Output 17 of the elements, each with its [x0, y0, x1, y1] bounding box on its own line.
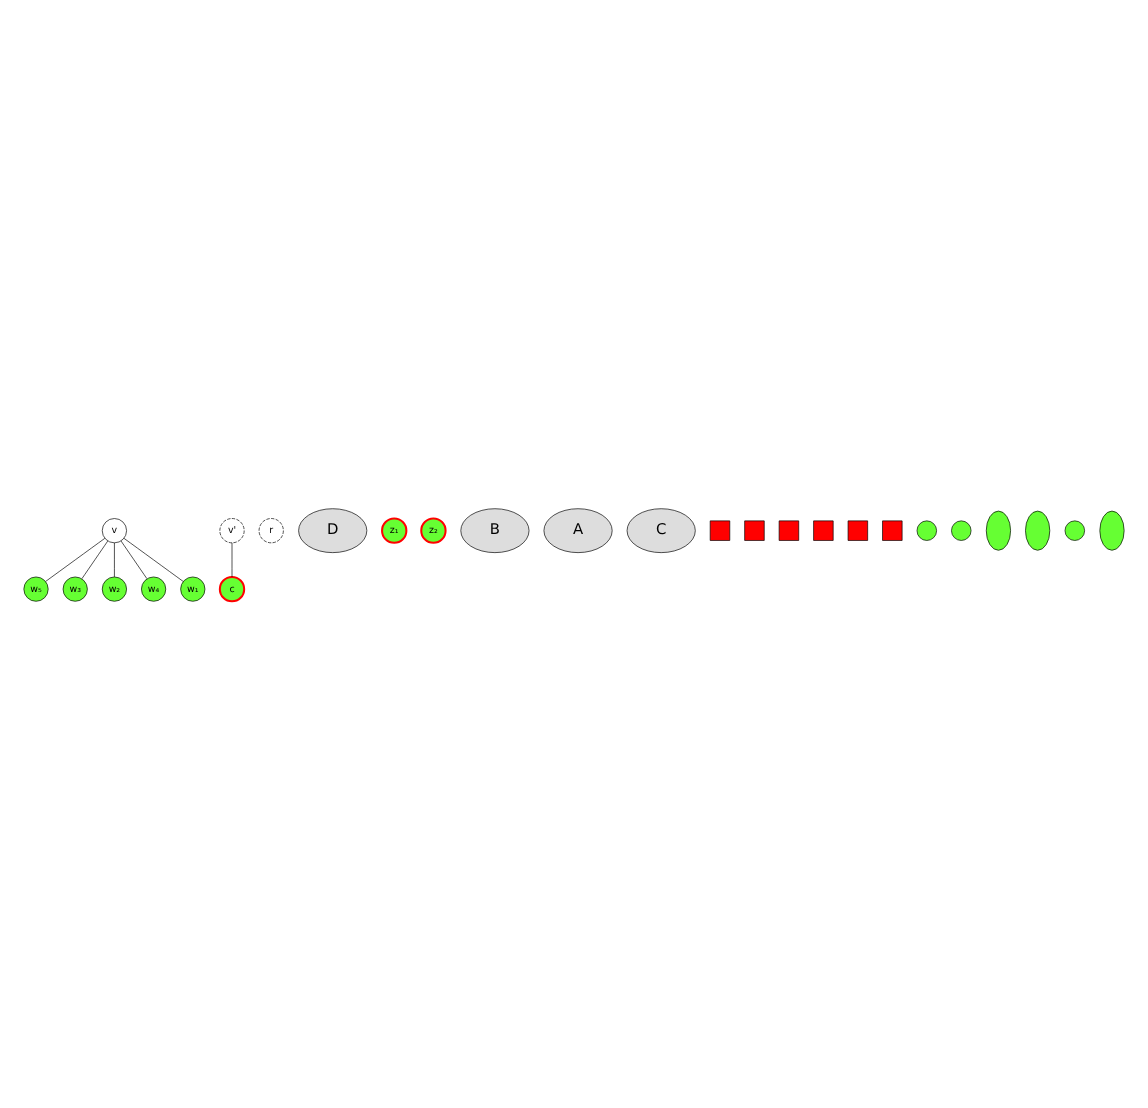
node-box	[882, 519, 903, 540]
node-box	[778, 519, 800, 540]
connector	[123, 537, 184, 581]
node-ellipse	[985, 509, 1011, 550]
node-box	[709, 519, 731, 540]
node-ellipse	[1099, 509, 1125, 550]
node-circle	[916, 519, 937, 540]
node-ellipse	[1025, 509, 1051, 550]
node-box	[744, 519, 765, 540]
node-circle	[1064, 519, 1085, 540]
node-box	[813, 519, 834, 540]
connector	[120, 539, 148, 579]
connector	[45, 537, 106, 581]
connector	[81, 539, 109, 579]
node-circle	[951, 519, 972, 540]
connector	[114, 541, 115, 577]
node-box	[847, 519, 868, 540]
